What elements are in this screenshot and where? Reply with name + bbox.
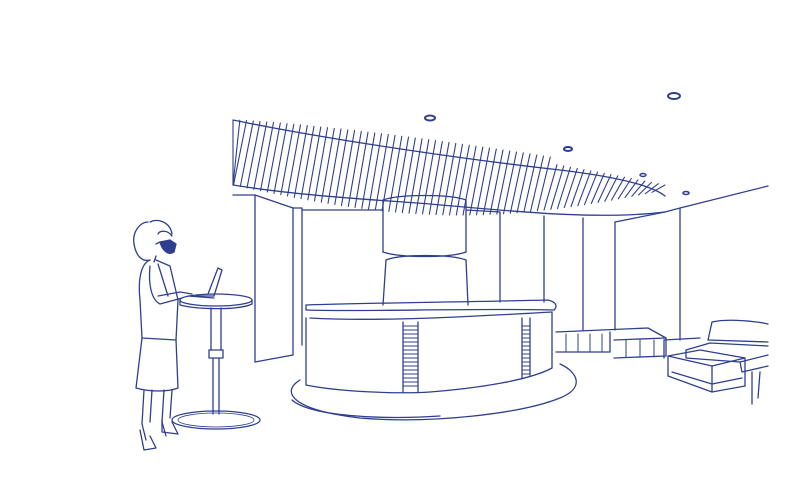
back-walls xyxy=(233,186,768,362)
laptop xyxy=(188,268,222,298)
bench xyxy=(556,328,666,358)
central-column xyxy=(383,196,468,306)
standing-table xyxy=(172,294,260,429)
armchair xyxy=(686,320,768,404)
reception-desk xyxy=(291,300,576,420)
woman-with-mask xyxy=(134,221,192,451)
recessed-ceiling-lights xyxy=(425,93,689,195)
slatted-ceiling xyxy=(233,120,665,215)
coffee-table xyxy=(664,338,745,392)
